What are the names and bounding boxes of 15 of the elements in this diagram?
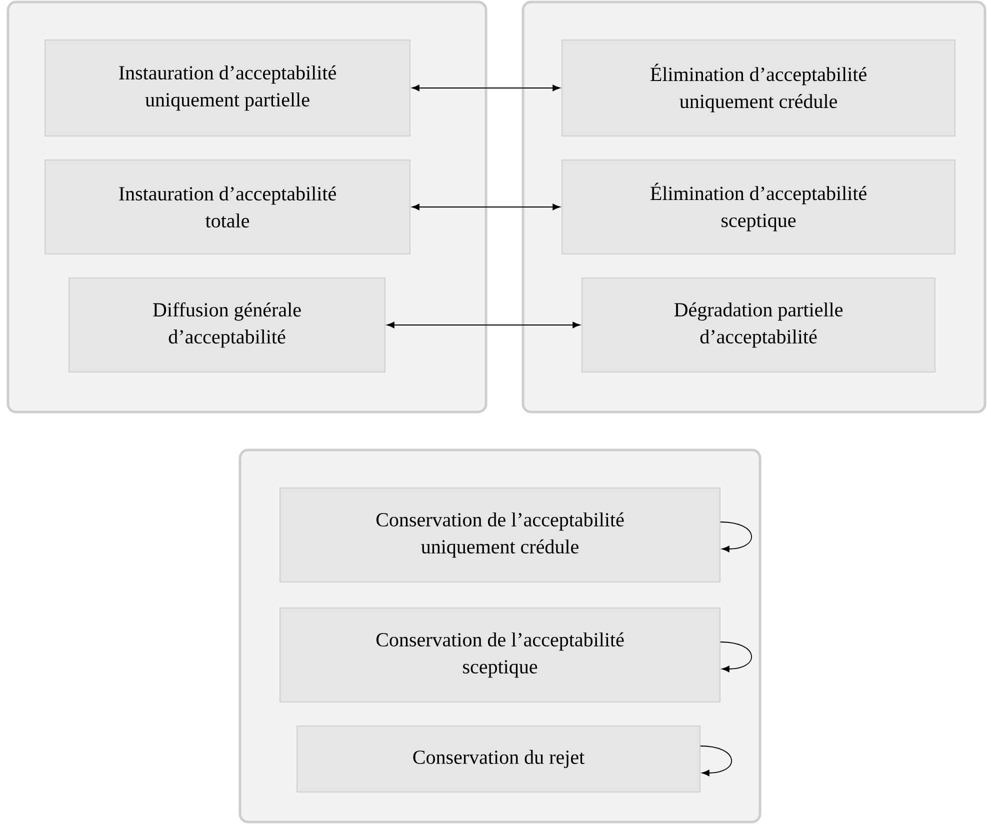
arrow	[720, 642, 752, 672]
text-box: Instauration d’acceptabilité uniquement partielle	[44, 40, 410, 136]
text-box: Dégradation partielle d’acceptabilité	[582, 278, 936, 372]
arrow	[720, 522, 752, 552]
arrow	[412, 204, 560, 210]
arrow	[412, 84, 560, 92]
text-box: Élimination d’acceptabilité uniquement crédule	[562, 40, 956, 136]
arrow	[700, 746, 732, 776]
text-box: Instauration d’acceptabilité totale	[44, 160, 410, 254]
text-box: Conservation du rejet	[296, 726, 700, 792]
text-box: Élimination d’acceptabilité sceptique	[562, 160, 956, 254]
text-box: Diffusion générale d’acceptabilité	[68, 278, 386, 372]
text-box: Conservation de l’acceptabilité uniquement crédule	[280, 488, 720, 582]
text-box: Conservation de l’acceptabilité sceptique	[280, 608, 720, 702]
arrow	[386, 322, 580, 328]
